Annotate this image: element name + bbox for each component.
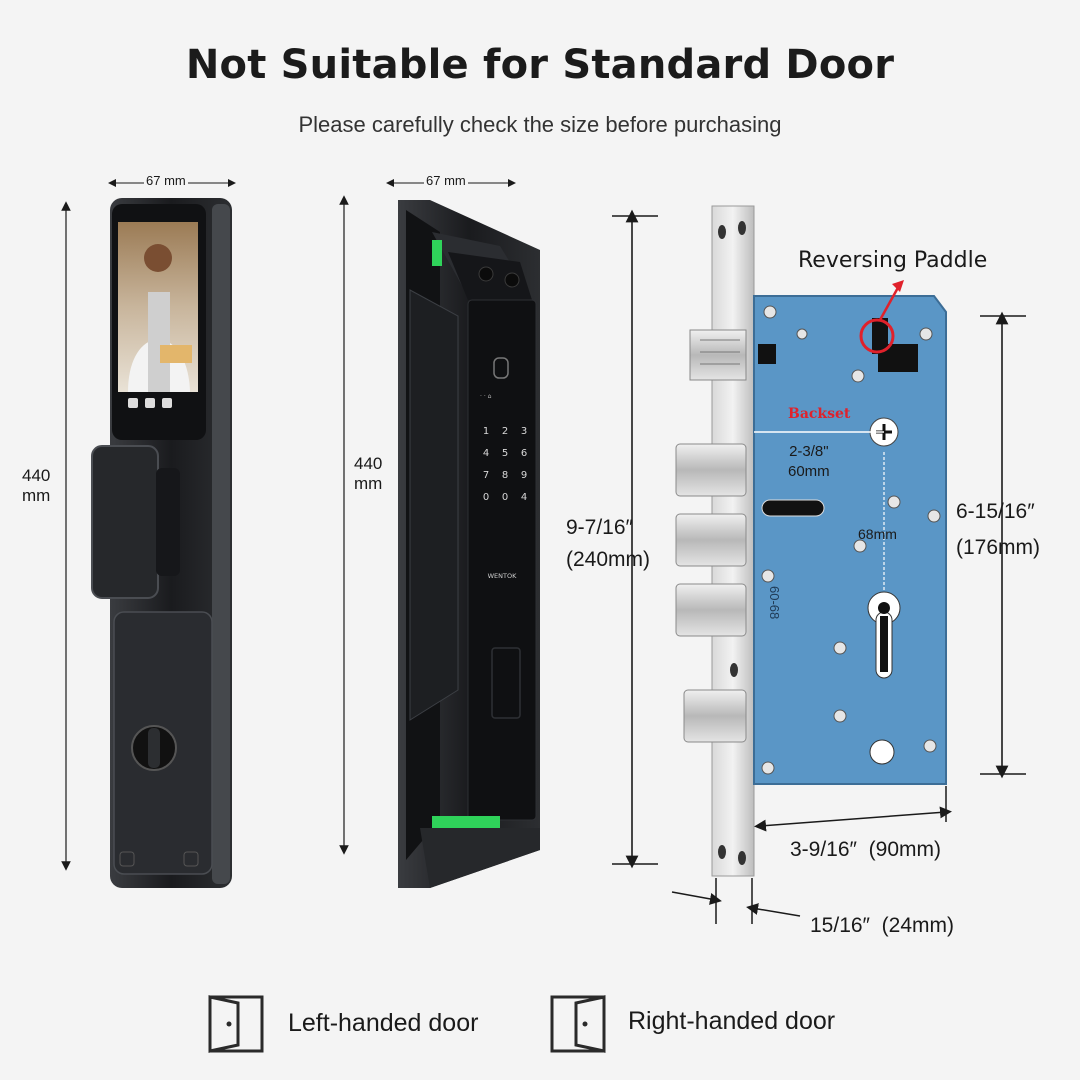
front-height-unit: mm xyxy=(22,486,51,505)
faceplate-inch: 15/16″ xyxy=(810,914,870,937)
body-height-inch: 6-15/16″ xyxy=(956,500,1035,523)
faceplate-dimension xyxy=(746,903,801,917)
side-light-strip-top xyxy=(432,240,442,266)
door-open-right-icon xyxy=(550,995,606,1053)
keypad-key: 2 xyxy=(502,426,508,437)
keypad-key: 7 xyxy=(483,470,489,481)
keypad-key: 9 xyxy=(521,470,527,481)
auxiliary-bolt xyxy=(683,689,747,743)
deadbolt-3 xyxy=(675,583,747,637)
door-open-left-icon xyxy=(208,995,264,1053)
side-light-strip-bottom xyxy=(432,816,500,828)
keypad-key: 1 xyxy=(483,426,489,437)
backset-label: Backset xyxy=(788,406,851,422)
side-lock-view: · · ⌂ 1 2 3 4 5 6 7 8 9 0 0 4 WENTOK xyxy=(339,179,540,888)
depth-dimension xyxy=(754,806,952,832)
keypad-panel xyxy=(467,299,537,821)
keypad-key: 4 xyxy=(521,492,527,503)
page-subtitle: Please carefully check the size before p… xyxy=(298,112,782,137)
latch-bolt xyxy=(689,329,747,381)
center-distance-label: 68mm xyxy=(858,526,897,542)
backset-mm: 60mm xyxy=(788,463,830,480)
front-handle xyxy=(91,445,159,599)
svg-text:· · ⌂: · · ⌂ xyxy=(480,393,492,400)
keypad-key: 3 xyxy=(521,426,527,437)
depth-label: 3-9/16″ (90mm) xyxy=(790,838,941,862)
side-height-unit: mm xyxy=(354,474,383,493)
total-height-inch: 9-7/16″ xyxy=(566,516,633,539)
total-height-label: 9-7/16″ (240mm) xyxy=(566,512,650,576)
faceplate-label: 15/16″ (24mm) xyxy=(810,914,954,938)
mortise-lock xyxy=(612,205,1026,924)
keypad-key: 0 xyxy=(483,492,489,503)
keypad-key: 5 xyxy=(502,448,508,459)
front-height-label: 440 mm xyxy=(22,466,50,506)
front-lock-view xyxy=(61,179,236,888)
side-height-label: 440 mm xyxy=(354,454,382,494)
body-height-label: 6-15/16″ (176mm) xyxy=(956,494,1040,566)
keypad-key: 0 xyxy=(502,492,508,503)
front-width-label: 67 mm xyxy=(144,173,188,188)
total-height-mm: (240mm) xyxy=(566,548,651,571)
left-handed-door-label: Left-handed door xyxy=(288,1009,479,1037)
brand-mark: WENTOK xyxy=(488,572,517,580)
plate-mark: 60-68 xyxy=(767,586,782,620)
page-title: Not Suitable for Standard Door xyxy=(185,42,895,88)
depth-inch: 3-9/16″ xyxy=(790,838,857,861)
front-height-value: 440 xyxy=(22,466,51,485)
keypad-key: 4 xyxy=(483,448,489,459)
mortise-body xyxy=(753,295,947,785)
side-height-value: 440 xyxy=(354,454,383,473)
backset-inch: 2-3/8" xyxy=(789,443,829,460)
faceplate-mm: (24mm) xyxy=(881,914,955,937)
right-handed-door-label: Right-handed door xyxy=(628,1007,836,1035)
deadbolt-1 xyxy=(675,443,747,497)
backset-values: 2-3/8" 60mm xyxy=(788,442,830,482)
deadbolt-2 xyxy=(675,513,747,567)
keypad-key: 8 xyxy=(502,470,508,481)
body-height-mm: (176mm) xyxy=(956,536,1041,559)
keypad-key: 6 xyxy=(521,448,527,459)
side-width-label: 67 mm xyxy=(424,173,468,188)
reversing-paddle-label: Reversing Paddle xyxy=(798,248,988,273)
fingerprint-sensor xyxy=(493,357,509,379)
reversing-paddle-highlight xyxy=(859,318,895,354)
depth-mm: (90mm) xyxy=(868,838,941,861)
